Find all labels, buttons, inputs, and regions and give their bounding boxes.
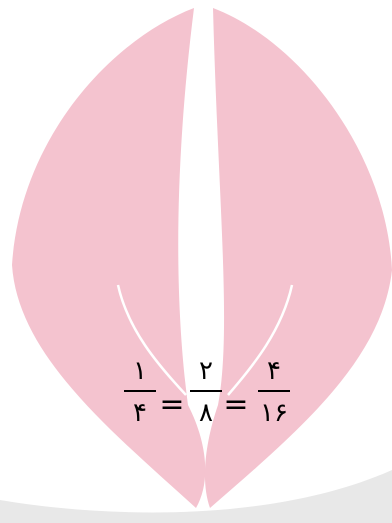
floor-shadow [0,470,392,523]
fraction-bar [124,390,156,392]
equals-sign: = [223,387,249,422]
numerator: ۱ [133,356,147,386]
fraction-two-eighths: ۲ ۸ [188,356,224,428]
right-vein [227,284,294,396]
right-petal [204,8,392,508]
left-petal [12,8,206,508]
fraction-four-sixteenths: ۴ ۱۶ [256,356,292,428]
numerator: ۲ [199,356,213,386]
fraction-bar [190,390,222,392]
denominator: ۱۶ [260,398,288,428]
equals-sign: = [159,387,185,422]
denominator: ۸ [199,398,213,428]
fraction-bar [258,390,290,392]
left-vein [116,284,187,396]
fraction-equation: ۱ ۴ = ۲ ۸ = ۴ ۱۶ [122,356,302,456]
denominator: ۴ [133,398,147,428]
fraction-one-quarter: ۱ ۴ [122,356,158,428]
numerator: ۴ [267,356,281,386]
